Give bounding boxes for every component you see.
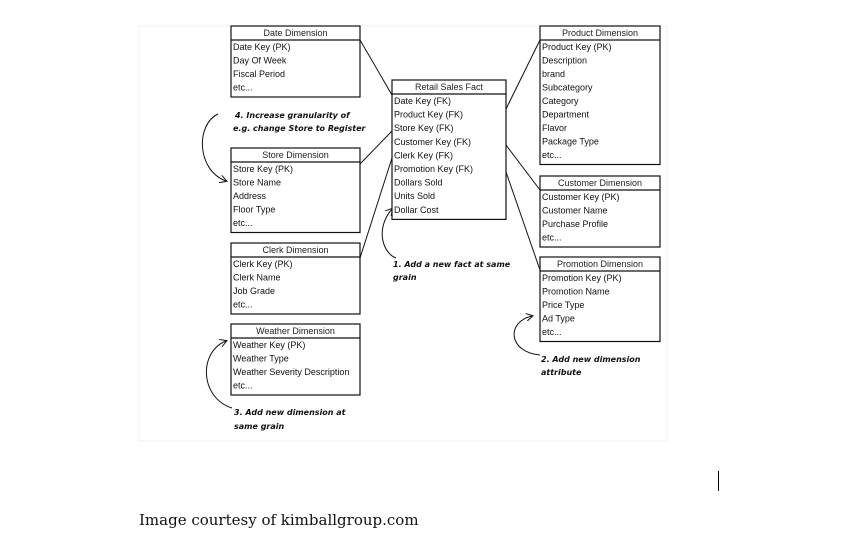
table-clerk-field: Clerk Key (PK) <box>233 259 293 269</box>
arrow-note-1 <box>381 209 397 259</box>
table-weather-frame <box>230 323 361 396</box>
table-store-field: Floor Type <box>233 205 275 215</box>
table-fact-field: Product Key (FK) <box>394 110 463 120</box>
table-product-field: Subcategory <box>542 83 593 93</box>
table-weather-field: Weather Severity Description <box>233 367 349 377</box>
table-fact-field: Date Key (FK) <box>394 96 451 106</box>
table-fact-field: Customer Key (FK) <box>394 137 471 147</box>
line-clerk-fact <box>359 157 393 259</box>
table-customer-field: Customer Key (PK) <box>542 192 620 202</box>
table-weather-field: Weather Key (PK) <box>233 340 305 350</box>
relationship-lines <box>359 39 541 271</box>
table-date-frame <box>230 25 361 98</box>
table-weather-field: Weather Type <box>233 354 289 364</box>
table-fact-field: Clerk Key (FK) <box>394 150 453 160</box>
table-clerk-title: Clerk Dimension <box>262 245 328 255</box>
table-weather-field: etc... <box>233 381 253 391</box>
line-store-fact <box>359 130 393 165</box>
table-fact-field: Store Key (FK) <box>394 123 454 133</box>
table-product-field: Package Type <box>542 137 599 147</box>
table-promotion-field: etc... <box>542 327 562 337</box>
table-promotion-field: Promotion Name <box>542 287 610 297</box>
table-product-field: etc... <box>542 150 562 160</box>
table-store-field: Store Key (PK) <box>233 164 293 174</box>
note-3-line-1: 3. Add new dimension at <box>234 408 347 417</box>
line-product-fact <box>505 39 541 110</box>
table-customer-frame <box>539 175 661 248</box>
note-1-line-1: 1. Add a new fact at same <box>393 260 511 269</box>
note-2-line-1: 2. Add new dimension <box>541 355 641 364</box>
table-product-field: Product Key (PK) <box>542 42 612 52</box>
table-product-field: Department <box>542 110 590 120</box>
table-store-field: Store Name <box>233 178 281 188</box>
table-date-field: etc... <box>233 83 253 93</box>
table-product-field: brand <box>542 69 565 79</box>
note-3-line-2: same grain <box>234 422 285 431</box>
table-promotion-field: Price Type <box>542 300 584 310</box>
table-weather-title: Weather Dimension <box>256 326 335 336</box>
arrow-note-4 <box>201 113 226 181</box>
table-product-field: Category <box>542 96 579 106</box>
line-customer-fact <box>505 144 541 191</box>
table-customer-field: Purchase Profile <box>542 219 608 229</box>
table-product-field: Flavor <box>542 123 567 133</box>
table-date-field: Date Key (PK) <box>233 42 291 52</box>
text-cursor <box>718 471 719 491</box>
table-promotion-title: Promotion Dimension <box>557 259 643 269</box>
table-promotion-field: Promotion Key (PK) <box>542 273 622 283</box>
table-promotion-field: Ad Type <box>542 314 575 324</box>
table-date-title: Date Dimension <box>263 28 327 38</box>
table-product-title: Product Dimension <box>562 28 638 38</box>
note-4-line-1: 4. Increase granularity of <box>234 111 351 120</box>
table-fact-field: Dollar Cost <box>394 205 439 215</box>
table-clerk-frame <box>230 242 361 315</box>
annotations: 4. Increase granularity of e.g. change S… <box>233 111 641 431</box>
table-fact-field: Dollars Sold <box>394 178 443 188</box>
table-fact-frame <box>391 79 507 220</box>
table-fact-field: Promotion Key (FK) <box>394 164 473 174</box>
table-clerk-field: etc... <box>233 300 253 310</box>
note-4-line-2: e.g. change Store to Register <box>233 124 366 133</box>
image-caption: Image courtesy of kimballgroup.com <box>139 511 419 529</box>
line-date-fact <box>359 39 393 96</box>
table-customer-title: Customer Dimension <box>558 178 642 188</box>
table-customer-field: etc... <box>542 233 562 243</box>
table-date-field: Fiscal Period <box>233 69 285 79</box>
table-product-field: Description <box>542 56 587 66</box>
table-fact-title: Retail Sales Fact <box>415 82 484 92</box>
line-promotion-fact <box>505 171 541 271</box>
note-2-line-2: attribute <box>541 368 582 377</box>
table-clerk-field: Clerk Name <box>233 273 281 283</box>
table-customer-field: Customer Name <box>542 206 608 216</box>
table-store-field: Address <box>233 191 267 201</box>
arrow-note-2 <box>513 316 541 356</box>
table-clerk-field: Job Grade <box>233 286 275 296</box>
arrow-note-3 <box>205 341 233 409</box>
table-store-field: etc... <box>233 218 253 228</box>
table-product-frame <box>539 25 661 166</box>
note-1-line-2: grain <box>393 273 417 282</box>
table-store-title: Store Dimension <box>262 150 329 160</box>
annotation-arrows <box>201 113 541 409</box>
table-date-field: Day Of Week <box>233 56 287 66</box>
table-fact-field: Units Sold <box>394 191 435 201</box>
